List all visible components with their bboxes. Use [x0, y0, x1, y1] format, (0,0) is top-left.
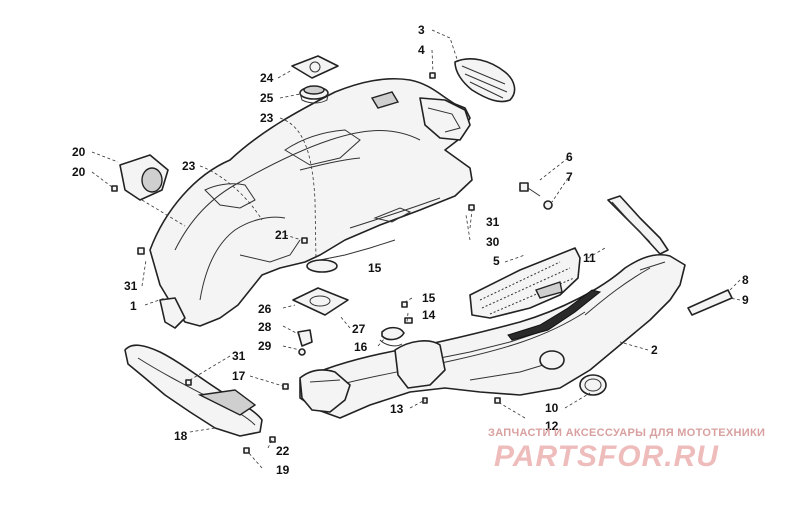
vent-louver-part: [454, 58, 516, 103]
side-panel-part: [394, 340, 446, 389]
callout-26: 26: [258, 302, 272, 316]
trim-strip-part: [687, 289, 733, 316]
side-rail-part: [607, 195, 669, 255]
callout-25: 25: [260, 91, 274, 105]
front-nose-part: [299, 369, 351, 413]
callout-24: 24: [260, 71, 274, 85]
watermark-tagline: ЗАПЧАСТИ И АКСЕССУАРЫ ДЛЯ МОТОТЕХНИКИ: [488, 427, 765, 439]
callout-10: 10: [545, 401, 559, 415]
lower-deflector-part: [124, 344, 263, 437]
clamp-part: [379, 326, 405, 347]
leader-lines: [91, 29, 741, 469]
callout-15a: 15: [368, 261, 382, 275]
callout-6: 6: [566, 150, 573, 164]
callout-20b: 22: [276, 444, 290, 458]
callout-28: 28: [258, 320, 272, 334]
ring-part: [306, 259, 338, 273]
boot-plate-part: [291, 55, 339, 79]
washer-part: [543, 200, 553, 210]
watermark: ЗАПЧАСТИ И АКСЕССУАРЫ ДЛЯ МОТОТЕХНИКИ PA…: [488, 427, 765, 473]
rubber-boot-part: [299, 85, 329, 104]
callout-7: 7: [566, 170, 573, 184]
callout-23b: 23: [182, 159, 196, 173]
callout-12: 12: [545, 419, 559, 433]
bolt-part: [519, 182, 541, 197]
callout-8: 8: [742, 273, 749, 287]
callout-1: 1: [130, 299, 137, 313]
callout-22: 20: [72, 165, 86, 179]
callout-31a: 31: [486, 215, 500, 229]
gasket-plate-part: [292, 287, 349, 316]
callout-31b: 31: [124, 279, 138, 293]
callout-30: 30: [486, 235, 500, 249]
callout-14: 14: [422, 308, 436, 322]
upper-hood-part: [149, 77, 473, 329]
callout-2: 2: [651, 343, 658, 357]
callout-21: 20: [72, 145, 86, 159]
watermark-logo: PARTSFOR.RU: [494, 440, 719, 473]
callout-labels: 3 4 24 25 23 20 20 23 6 7 31 30 21 5 11 …: [72, 23, 749, 477]
callout-4: 4: [418, 43, 425, 57]
callout-15b: 15: [422, 291, 436, 305]
socket-part: [539, 350, 565, 370]
callout-23a: 23: [260, 111, 274, 125]
belly-pan-part: [299, 253, 686, 419]
hood-bracket-part: [419, 97, 471, 141]
intake-funnel-part: [119, 154, 169, 201]
callout-17: 17: [232, 369, 246, 383]
callout-29: 29: [258, 339, 272, 353]
clip-part: [297, 329, 313, 356]
round-cap-part: [579, 374, 607, 396]
callout-11: 11: [583, 251, 596, 265]
callout-13: 13: [390, 402, 404, 416]
callout-18: 18: [174, 429, 188, 443]
callout-20a: 21: [275, 228, 289, 242]
callout-27: 27: [352, 322, 366, 336]
skid-plate-part: [469, 247, 581, 319]
callout-19: 19: [276, 463, 290, 477]
callout-3: 3: [418, 23, 425, 37]
callout-31c: 31: [232, 349, 246, 363]
callout-5: 5: [493, 254, 500, 268]
hardware-fasteners: [111, 72, 501, 454]
callout-16: 16: [354, 340, 368, 354]
callout-9: 9: [742, 293, 749, 307]
